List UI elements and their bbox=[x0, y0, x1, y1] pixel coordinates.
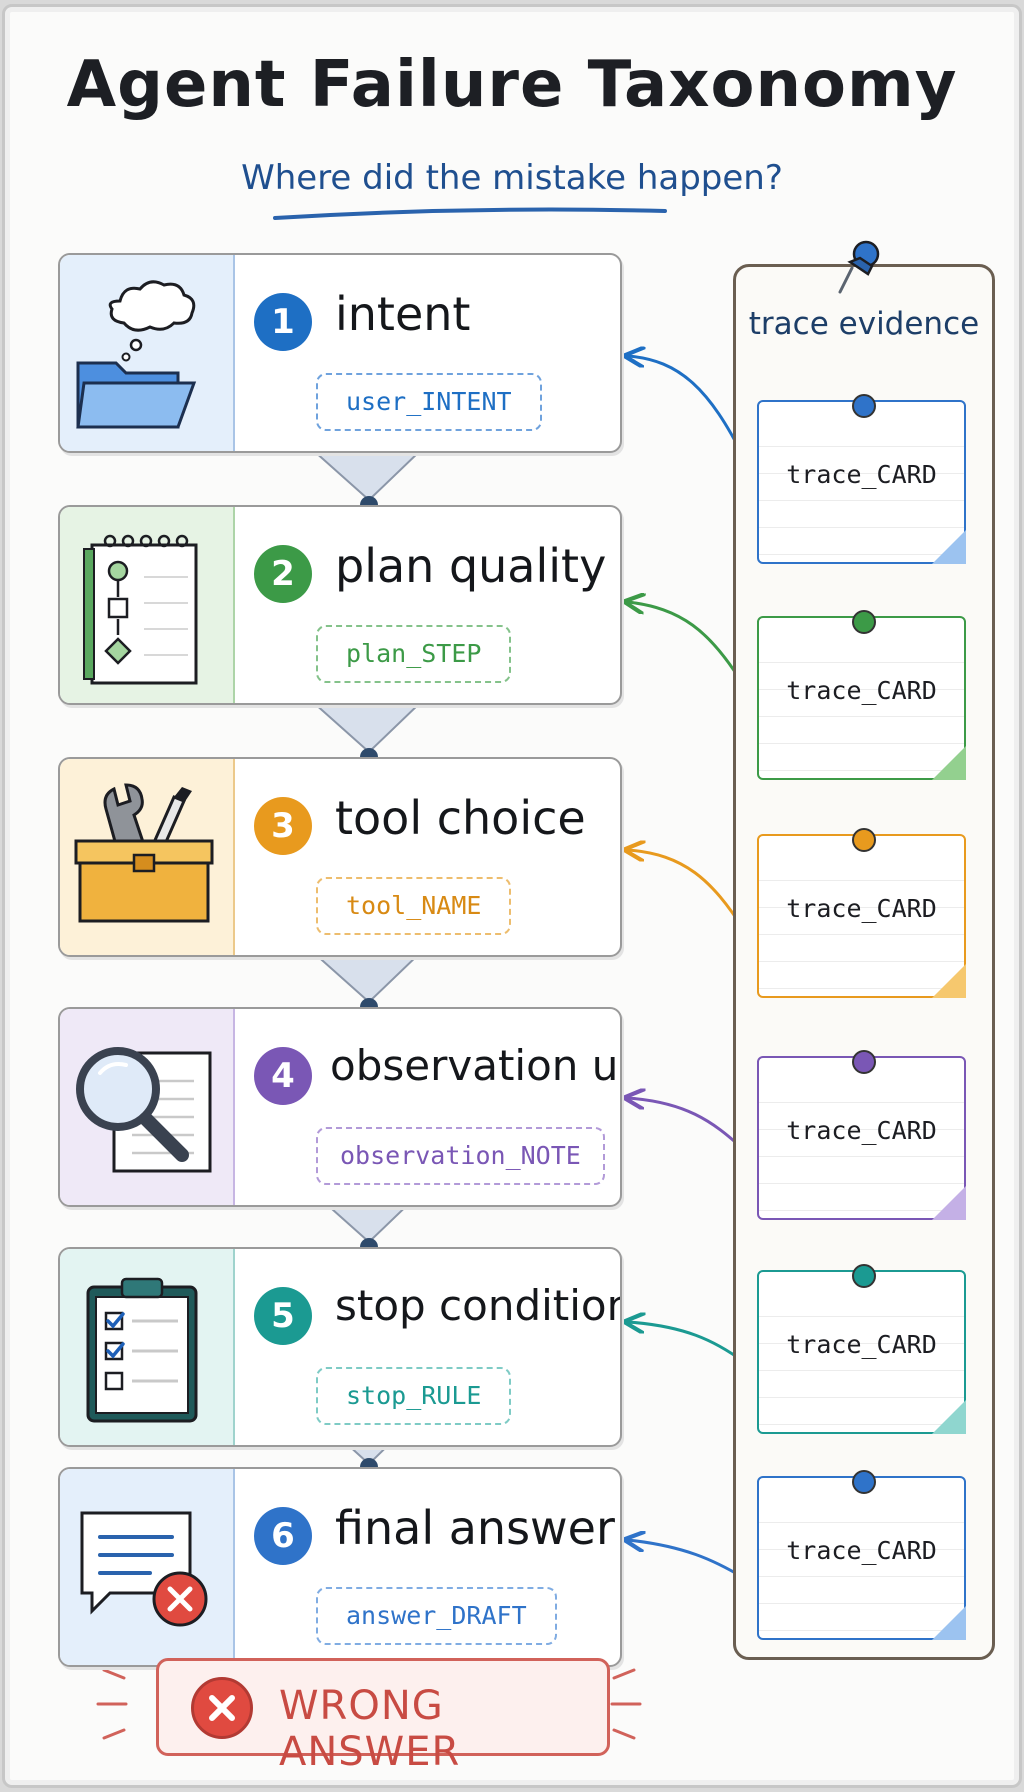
step-label: stop condition bbox=[335, 1281, 622, 1330]
pin-icon bbox=[852, 1264, 876, 1288]
step-row-plan-quality[interactable]: 2 plan quality plan_STEP bbox=[58, 505, 622, 705]
pin-icon bbox=[852, 394, 876, 418]
step-number-badge: 4 bbox=[254, 1047, 312, 1105]
step-number-badge: 2 bbox=[254, 545, 312, 603]
trace-card-label: trace_CARD bbox=[786, 1536, 937, 1565]
pin-icon bbox=[852, 828, 876, 852]
trace-evidence-title: trace evidence bbox=[748, 306, 980, 342]
step-row-observation-use[interactable]: 4 observation use observation_NOTE bbox=[58, 1007, 622, 1207]
checklist-clipboard-icon bbox=[86, 1277, 198, 1423]
folder-thought-icon bbox=[76, 280, 197, 429]
page-fold-icon bbox=[932, 746, 966, 780]
evidence-arrows bbox=[628, 356, 746, 1580]
trace-card[interactable]: trace_CARD bbox=[757, 1264, 966, 1434]
page-fold-icon bbox=[932, 530, 966, 564]
step-label: tool choice bbox=[335, 791, 586, 845]
pin-icon bbox=[852, 1050, 876, 1074]
trace-card[interactable]: trace_CARD bbox=[757, 610, 966, 780]
step-label: intent bbox=[335, 287, 471, 341]
step-row-final-answer[interactable]: 6 final answer answer_DRAFT bbox=[58, 1467, 622, 1667]
trace-card-label: trace_CARD bbox=[786, 1330, 937, 1359]
pin-icon bbox=[852, 610, 876, 634]
step-tag: user_INTENT bbox=[316, 373, 542, 431]
step-tag: plan_STEP bbox=[316, 625, 512, 683]
wrong-answer-sparks bbox=[96, 1668, 642, 1740]
step-label: observation use bbox=[330, 1041, 620, 1090]
trace-card[interactable]: trace_CARD bbox=[757, 828, 966, 998]
flowchart-notebook-icon bbox=[83, 534, 198, 685]
magnifier-document-icon bbox=[76, 1047, 212, 1173]
step-row-tool-choice[interactable]: 3 tool choice tool_NAME bbox=[58, 757, 622, 957]
trace-card[interactable]: trace_CARD bbox=[757, 394, 966, 564]
page-subtitle: Where did the mistake happen? bbox=[241, 158, 783, 198]
toolbox-icon bbox=[74, 783, 214, 923]
trace-card-label: trace_CARD bbox=[786, 894, 937, 923]
subtitle-underline bbox=[273, 207, 667, 220]
page-fold-icon bbox=[932, 1186, 966, 1220]
wrong-answer-box: WRONG ANSWER bbox=[156, 1658, 610, 1775]
step-number-badge: 5 bbox=[254, 1287, 312, 1345]
step-number-badge: 3 bbox=[254, 797, 312, 855]
x-circle-icon bbox=[191, 1677, 253, 1739]
step-number-badge: 1 bbox=[254, 293, 312, 351]
step-tag: answer_DRAFT bbox=[316, 1587, 557, 1645]
step-tag: observation_NOTE bbox=[316, 1127, 605, 1185]
page-title: Agent Failure Taxonomy bbox=[66, 48, 958, 122]
step-row-intent[interactable]: 1 intent user_INTENT bbox=[58, 253, 622, 453]
page-fold-icon bbox=[932, 964, 966, 998]
trace-card[interactable]: trace_CARD bbox=[757, 1050, 966, 1220]
trace-card-label: trace_CARD bbox=[786, 1116, 937, 1145]
step-number-badge: 6 bbox=[254, 1507, 312, 1565]
step-row-stop-condition[interactable]: 5 stop condition stop_RULE bbox=[58, 1247, 622, 1447]
message-error-icon bbox=[80, 1511, 208, 1627]
page-fold-icon bbox=[932, 1606, 966, 1640]
step-label: plan quality bbox=[335, 539, 607, 593]
page-fold-icon bbox=[932, 1400, 966, 1434]
trace-card-label: trace_CARD bbox=[786, 676, 937, 705]
step-tag: tool_NAME bbox=[316, 877, 512, 935]
step-tag: stop_RULE bbox=[316, 1367, 512, 1425]
pin-icon bbox=[852, 1470, 876, 1494]
wrong-answer-label: WRONG ANSWER bbox=[279, 1683, 461, 1775]
trace-card-label: trace_CARD bbox=[786, 460, 937, 489]
trace-card[interactable]: trace_CARD bbox=[757, 1470, 966, 1640]
step-label: final answer bbox=[335, 1501, 615, 1555]
pushpin-icon bbox=[838, 240, 880, 294]
